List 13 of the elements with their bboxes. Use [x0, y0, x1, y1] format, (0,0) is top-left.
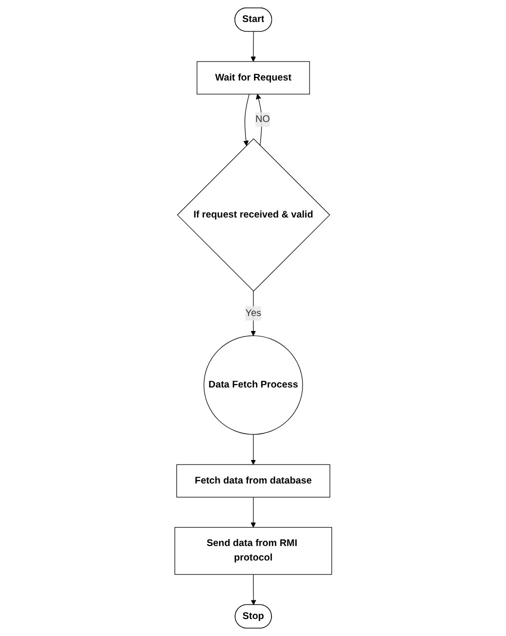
- node-diamond: If request received & valid: [176, 138, 330, 292]
- node-box: Wait for Request: [196, 61, 310, 94]
- arrow: [250, 31, 256, 62]
- arrow: [250, 290, 256, 336]
- node-box: Fetch data from database: [176, 464, 330, 498]
- node-circle: Data Fetch Process: [203, 335, 303, 435]
- arrow: [250, 496, 256, 528]
- arrow: [243, 94, 250, 146]
- edge-label: NO: [255, 114, 270, 124]
- edge-label: Yes: [245, 308, 261, 318]
- arrow: [250, 574, 256, 606]
- node-box: Send data from RMI protocol: [174, 527, 332, 575]
- arrow: [250, 434, 256, 465]
